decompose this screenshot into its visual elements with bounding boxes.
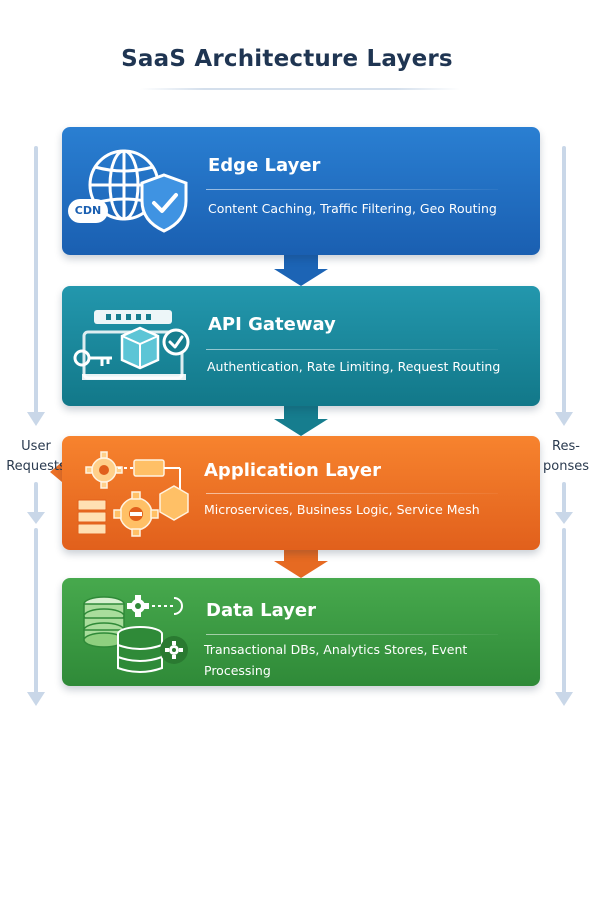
data-layer-title: Data Layer: [206, 600, 316, 621]
application-layer-title: Application Layer: [204, 460, 381, 481]
user-requests-label: User Requests: [0, 437, 72, 477]
edge-layer-divider: [206, 189, 498, 190]
application-layer-description: Microservices, Business Logic, Service M…: [204, 502, 480, 517]
layer-application: Application Layer Microservices, Busines…: [62, 436, 540, 550]
layer-data: Data Layer Transactional DBs, Analytics …: [62, 578, 540, 686]
data-layer-description: Transactional DBs, Analytics Stores, Eve…: [204, 642, 468, 678]
globe-shield-cdn-icon: [68, 149, 188, 233]
left-arrowhead-3: [27, 692, 45, 706]
layer-edge: CDN Edge Layer Content Caching, Traffic …: [62, 127, 540, 255]
api-gateway-title: API Gateway: [208, 314, 336, 335]
title-underline: [140, 88, 460, 90]
application-layer-divider: [206, 493, 498, 494]
gateway-key-check-icon: [73, 310, 190, 380]
api-gateway-description: Authentication, Rate Limiting, Request R…: [207, 359, 501, 374]
user-requests-text: User Requests: [6, 439, 66, 474]
cdn-badge: CDN: [74, 204, 102, 217]
responses-text: Res- ponses: [543, 439, 589, 474]
edge-layer-description: Content Caching, Traffic Filtering, Geo …: [208, 201, 497, 216]
api-gateway-divider: [206, 349, 498, 350]
right-arrowhead-3: [555, 692, 573, 706]
left-arrowhead-2: [27, 512, 45, 524]
edge-layer-title: Edge Layer: [208, 155, 321, 176]
layer-api-gateway: API Gateway Authentication, Rate Limitin…: [62, 286, 540, 406]
diagram-title: SaaS Architecture Layers: [121, 46, 453, 72]
gears-services-icon: [77, 451, 189, 537]
responses-label: Res- ponses: [532, 437, 600, 477]
database-gear-icon: [83, 595, 188, 673]
left-entry-pointer: [50, 462, 62, 482]
right-arrowhead-2: [555, 512, 573, 524]
data-layer-divider: [206, 634, 498, 635]
left-arrowhead-1: [27, 412, 45, 426]
connector-api-to-app: [274, 405, 328, 436]
connector-app-to-data: [274, 549, 328, 578]
right-arrowhead-1: [555, 412, 573, 426]
connector-edge-to-api: [274, 255, 328, 286]
